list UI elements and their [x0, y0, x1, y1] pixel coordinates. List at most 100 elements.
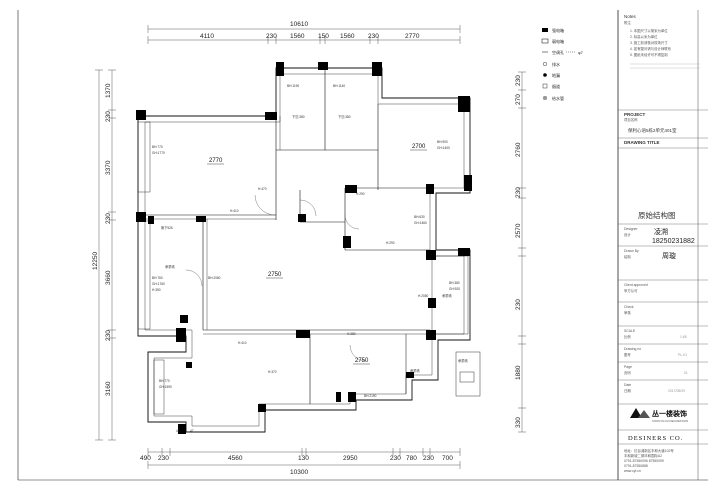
annotation-label: BH:2060: [208, 276, 221, 280]
svg-text:Page: Page: [624, 365, 632, 369]
dim-left-total: 12250: [92, 252, 99, 270]
dim-top: 230: [368, 33, 379, 40]
svg-text:φ7: φ7: [578, 50, 584, 55]
annotation-label: H:370: [268, 370, 277, 374]
svg-text:2. 标高以米为单位: 2. 标高以米为单位: [630, 34, 658, 39]
annotation-label: BH:1190: [287, 84, 299, 88]
dim-right: 2760: [515, 142, 522, 157]
notes-title: Notes: [624, 14, 637, 19]
room-area-label: 2700: [412, 144, 426, 150]
legend: 强电箱 弱电箱 空调孔 φ7 排水 地漏 烟道 给水管: [541, 27, 584, 101]
title-block-text: Notes 附注 1. 本图尺寸以毫米为单位 2. 标高以米为单位 3. 施工前…: [624, 14, 700, 473]
flue-icon: [542, 83, 548, 89]
dim-bottom: 130: [298, 455, 309, 462]
company-logo: [630, 408, 650, 418]
annotation-label: 47: [176, 429, 180, 433]
annotation-label: 下沉:380: [292, 114, 305, 119]
company-address: 地址：红谷滩新区丰和大道102号: [624, 448, 674, 453]
power-box-icon: [542, 28, 548, 32]
room-area-label: 2770: [209, 158, 223, 164]
structural-columns: [136, 62, 472, 434]
annotation-label: BH:770: [152, 145, 163, 149]
svg-text:绘制: 绘制: [624, 254, 631, 259]
annotation-label: H:410: [230, 209, 239, 213]
dim-top: 1560: [340, 33, 355, 40]
sheet-frame: [17, 10, 708, 481]
drawing-no-value: PL-01: [678, 353, 687, 357]
dim-right: 270: [515, 94, 522, 105]
dim-right: 230: [515, 299, 522, 310]
annotation-label: BH:380: [449, 281, 460, 285]
annotations: BH:1190 BH:1140 下沉:380 下沉:380 BH:770 GH:…: [152, 84, 468, 433]
svg-text:强电箱: 强电箱: [552, 27, 564, 33]
annotation-label: H:410: [238, 341, 247, 345]
svg-text:弱电箱: 弱电箱: [552, 38, 564, 44]
annotation-label: BH:2190: [364, 394, 377, 398]
svg-text:丰和新城二期丰和国际A2: 丰和新城二期丰和国际A2: [624, 453, 662, 458]
svg-text:CONGYILOU DECORATION: CONGYILOU DECORATION: [652, 419, 688, 423]
annotation-label: GH:1590: [159, 385, 172, 389]
annotation-label: H:350: [152, 288, 161, 292]
dim-bottom: 700: [442, 455, 453, 462]
svg-text:甲方认可: 甲方认可: [624, 288, 638, 293]
svg-text:比例: 比例: [624, 334, 631, 339]
dim-bottom: 230: [390, 455, 401, 462]
svg-text:设计: 设计: [624, 232, 631, 237]
dim-bottom: 2950: [343, 455, 358, 462]
room-area-label: 2750: [268, 272, 282, 278]
svg-text:Designer: Designer: [624, 227, 638, 231]
dim-bottom: 4560: [228, 455, 243, 462]
annotation-label: 承重墙: [410, 368, 420, 373]
svg-text:0791-87550888: 0791-87550888: [624, 464, 648, 468]
door-swings: [185, 194, 367, 362]
dim-left: 1370: [105, 83, 112, 98]
annotation-label: 管下526: [161, 225, 173, 230]
dim-right: 2570: [515, 223, 522, 238]
dim-bottom: 490: [140, 455, 151, 462]
water-pipe-icon: [543, 95, 548, 100]
floor-drain-icon: [543, 73, 547, 77]
dim-top: 230: [266, 33, 277, 40]
annotation-label: 承重墙: [165, 264, 175, 269]
company-phone: 0791-87550096 87550099: [624, 459, 664, 463]
annotation-label: BH:1140: [333, 84, 345, 88]
annotation-label: BH:760: [152, 276, 163, 280]
dim-top-total: 10610: [290, 21, 308, 28]
dim-right: 230: [515, 75, 522, 86]
annotation-label: 承重墙: [458, 358, 468, 363]
drawing-name: 原始结构图: [638, 210, 676, 220]
svg-text:Drawing no: Drawing no: [624, 347, 641, 351]
svg-text:1. 本图尺寸以毫米为单位: 1. 本图尺寸以毫米为单位: [630, 28, 668, 33]
annotation-label: H:290: [356, 192, 365, 196]
annotation-label: GH:1770: [152, 151, 165, 155]
svg-text:Drawn By: Drawn By: [624, 249, 639, 253]
svg-text:地漏: 地漏: [552, 72, 560, 78]
room-labels: 2770 2700 2750 2750: [207, 144, 427, 365]
dim-bottom-total: 10300: [290, 469, 308, 476]
svg-text:给水管: 给水管: [552, 95, 564, 101]
project-label: PROJECT: [624, 112, 646, 117]
svg-text:审核: 审核: [624, 310, 631, 315]
svg-text:项目名称: 项目名称: [624, 117, 638, 122]
dim-left: 3160: [105, 381, 112, 396]
annotation-label: GH:920: [449, 287, 460, 291]
svg-text:日期: 日期: [624, 388, 631, 393]
room-area-label: 2750: [355, 358, 369, 364]
annotation-label: BH:630: [414, 215, 425, 219]
dim-right: 1880: [515, 365, 522, 380]
annotation-label: GH:1460: [414, 221, 427, 225]
svg-text:页码: 页码: [624, 370, 631, 375]
svg-text:3. 施工前请核对现场尺寸: 3. 施工前请核对现场尺寸: [630, 40, 668, 45]
title-block: [618, 109, 708, 445]
annotation-label: 47: [190, 429, 194, 433]
svg-text:4. 如有疑问请与设计师联系: 4. 如有疑问请与设计师联系: [630, 46, 672, 51]
annotation-label: 下沉:380: [338, 114, 351, 119]
dim-right: 330: [515, 417, 522, 428]
dim-bottom: 230: [158, 455, 169, 462]
annotation-label: BH:900: [437, 140, 448, 144]
dim-top: 4110: [200, 33, 214, 40]
annotation-label: H:380: [347, 332, 356, 336]
company-name: 丛一楼装饰: [652, 409, 687, 418]
annotation-label: H:2050: [418, 294, 429, 298]
